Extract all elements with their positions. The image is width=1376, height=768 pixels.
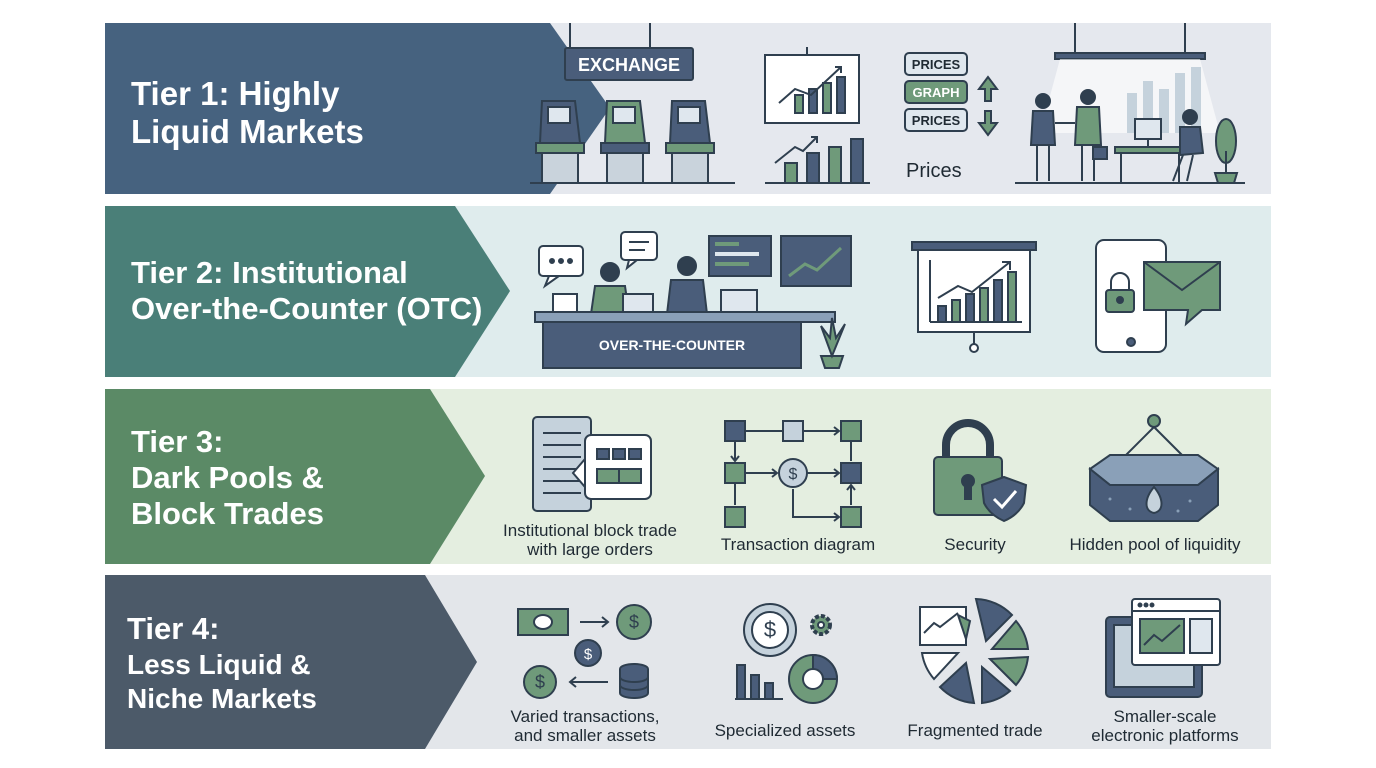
prices-tag-1: PRICES [912, 57, 961, 72]
tier-2-title: Tier 2: Institutional Over-the-Counter (… [131, 255, 482, 327]
tier-4-title-line-3: Niche Markets [127, 682, 317, 714]
hidden-liquidity-pool-icon [1088, 414, 1220, 522]
tier-4-caption-1-line-1: Varied transactions, [510, 707, 660, 726]
tier-3-title-line-3: Block Trades [131, 495, 324, 531]
specialized-assets-icon: $ [735, 603, 839, 704]
tier-3-band: Tier 3: Dark Pools & Block Trades Instit… [105, 389, 1271, 564]
tier-3-caption-2: Transaction diagram [695, 535, 901, 554]
tier-3-background [105, 389, 1271, 564]
tier-4-caption-3: Fragmented trade [890, 721, 1060, 740]
tier-1-title-line-1: Tier 1: Highly [131, 75, 340, 112]
otc-counter-label: OVER-THE-COUNTER [599, 337, 745, 353]
tier-3-caption-4: Hidden pool of liquidity [1050, 535, 1260, 554]
tier-1-title: Tier 1: Highly Liquid Markets [131, 75, 364, 152]
tier-4-title-line-2: Less Liquid & [127, 648, 311, 680]
tier-4-caption-4: Smaller-scale electronic platforms [1065, 707, 1265, 745]
varied-transactions-icon: $ $ $ [517, 604, 652, 699]
tier-2-title-line-1: Tier 2: Institutional [131, 255, 408, 290]
security-lock-icon [933, 419, 1028, 523]
tier-3-caption-2-line-1: Transaction diagram [720, 535, 876, 554]
tier-4-band: Tier 4: Less Liquid & Niche Markets $ $ … [105, 575, 1271, 749]
tier-3-title-line-2: Dark Pools & [131, 459, 324, 495]
svg-text:$: $ [629, 612, 639, 632]
svg-text:$: $ [584, 646, 593, 663]
tier-3-caption-3: Security [920, 535, 1030, 554]
tier-3-caption-1: Institutional block trade with large ord… [485, 521, 695, 559]
tier-4-title: Tier 4: Less Liquid & Niche Markets [127, 610, 317, 716]
presentation-chart-illustration [911, 241, 1037, 353]
tier-3-caption-4-line-1: Hidden pool of liquidity [1069, 535, 1241, 554]
tier-3-caption-1-line-1: Institutional block trade [503, 521, 677, 540]
exchange-sign-text: EXCHANGE [578, 55, 680, 75]
prices-tag-2: PRICES [912, 113, 961, 128]
tier-1-band: Tier 1: Highly Liquid Markets EXCHANGE [105, 23, 1271, 194]
tier-4-caption-4-line-1: Smaller-scale [1113, 707, 1217, 726]
exchange-kiosks-illustration: EXCHANGE [530, 23, 735, 184]
tier-4-caption-3-line-1: Fragmented trade [907, 721, 1043, 740]
fragmented-trade-icon [919, 597, 1030, 705]
prices-graph-tags-illustration: PRICES GRAPH PRICES Prices [904, 52, 999, 182]
tier-4-caption-1: Varied transactions, and smaller assets [485, 707, 685, 745]
price-chart-board-illustration [764, 47, 870, 184]
tier-4-caption-2: Specialized assets [695, 721, 875, 740]
tier-4-background [105, 575, 1271, 749]
svg-text:$: $ [789, 466, 798, 483]
tier-4-caption-1-line-2: and smaller assets [514, 726, 656, 745]
secure-messaging-phone-icon [1095, 239, 1221, 353]
svg-text:$: $ [535, 672, 545, 692]
prices-caption: Prices [906, 160, 962, 182]
tier-2-band: Tier 2: Institutional Over-the-Counter (… [105, 206, 1271, 377]
graph-tag: GRAPH [913, 85, 960, 100]
tier-3-title: Tier 3: Dark Pools & Block Trades [131, 424, 324, 532]
block-trade-document-icon [532, 416, 652, 512]
svg-text:$: $ [764, 617, 776, 642]
tier-3-caption-1-line-2: with large orders [527, 540, 653, 559]
transaction-diagram-icon: $ [724, 420, 862, 528]
tier-3-caption-3-line-1: Security [944, 535, 1006, 554]
tier-2-title-line-2: Over-the-Counter (OTC) [131, 290, 483, 326]
tier-3-title-line-1: Tier 3: [131, 424, 224, 459]
tier-4-title-line-1: Tier 4: [127, 611, 220, 646]
tier-4-caption-2-line-1: Specialized assets [714, 721, 856, 740]
electronic-platform-icon [1105, 598, 1221, 698]
tier-4-caption-4-line-2: electronic platforms [1091, 726, 1239, 745]
trading-floor-people-illustration [1015, 23, 1245, 184]
otc-desk-illustration: OVER-THE-COUNTER [534, 231, 852, 369]
tier-1-title-line-2: Liquid Markets [131, 113, 364, 151]
